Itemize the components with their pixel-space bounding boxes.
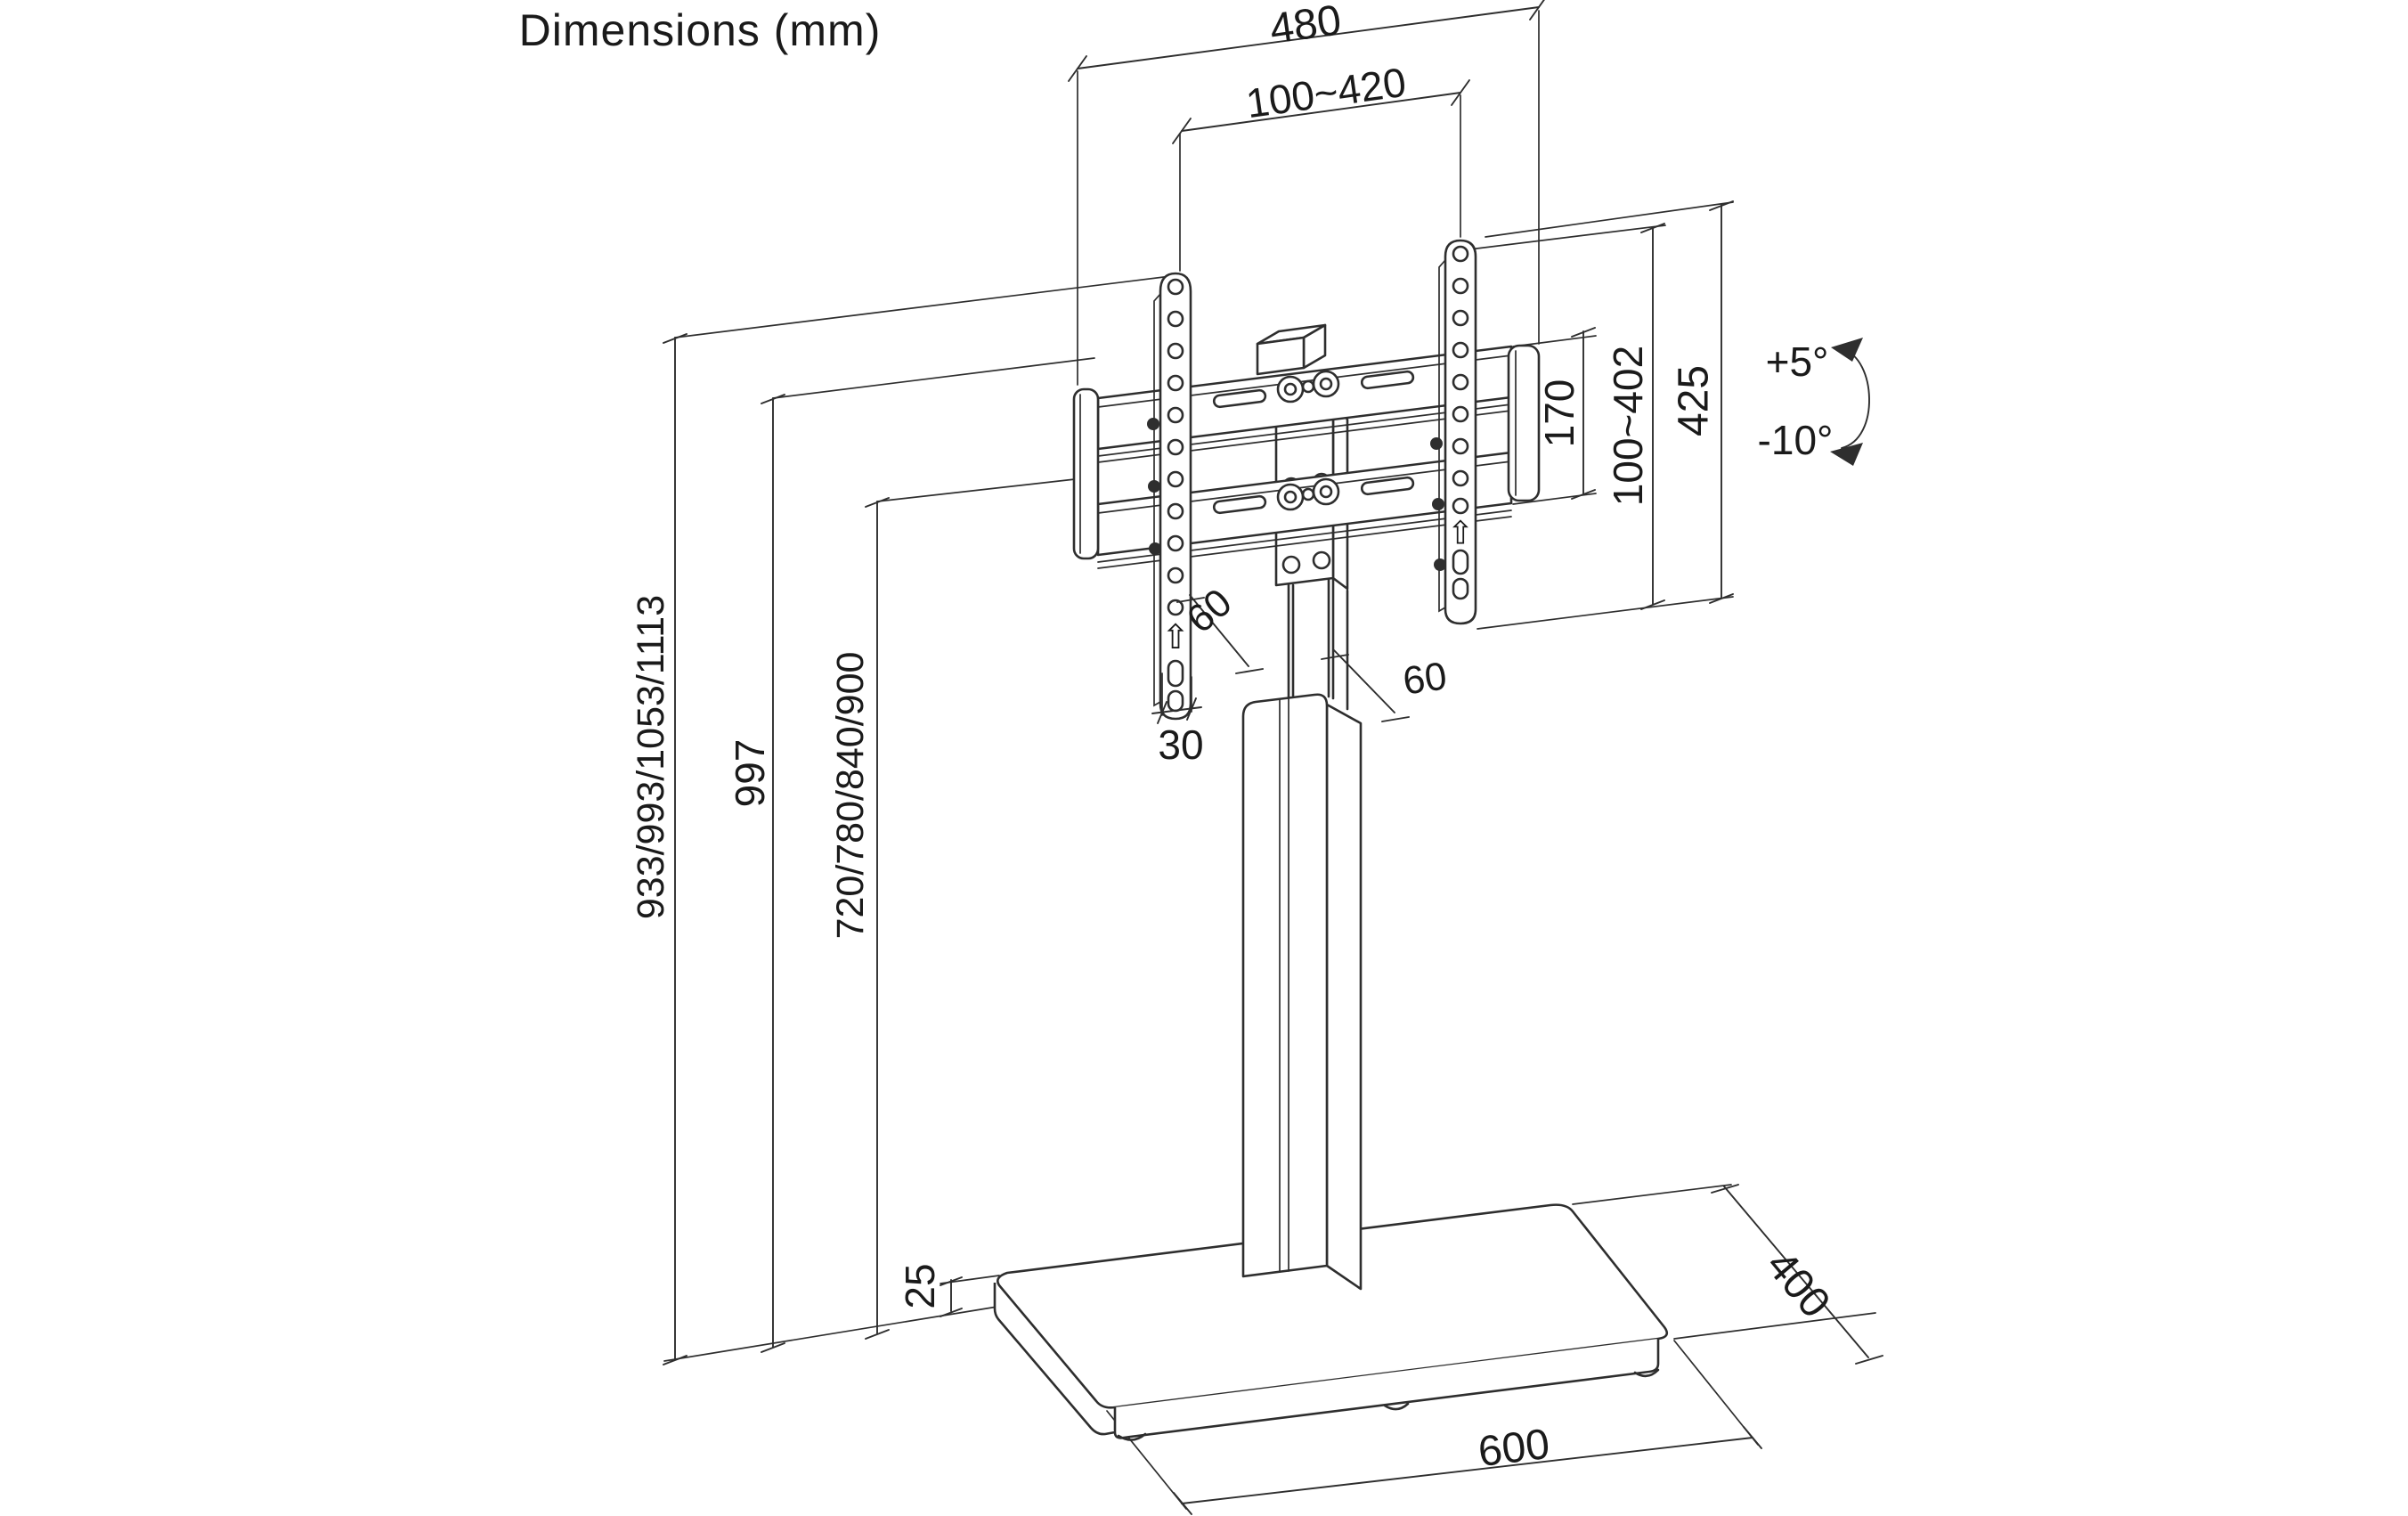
dim-overall-height-options-label: 933/993/1053/1113 — [630, 595, 672, 919]
dim-rail-spacing-label: 170 — [1536, 379, 1582, 448]
tilt-arrow-up-icon — [1831, 338, 1863, 362]
dim-pole-height-options-label: 720/780/840/900 — [829, 652, 872, 940]
dim-base-width-label: 600 — [1476, 1421, 1552, 1476]
dim-column-width-label: 60 — [1400, 654, 1449, 703]
column-front-face — [1241, 693, 1329, 1278]
bracket-rails — [1072, 344, 1541, 569]
vesa-strip-right: ⇧ — [1430, 239, 1477, 625]
vesa-arrow-up-icon: ⇧ — [1161, 619, 1190, 656]
dim-base-depth-label: 400 — [1757, 1242, 1839, 1326]
dim-bracket-height-label: 425 — [1671, 365, 1718, 436]
dim-vesa-width-range-label: 100~420 — [1243, 59, 1409, 127]
page-title: Dimensions (mm) — [519, 5, 882, 55]
lock-knobs — [1276, 370, 1340, 511]
dim-rail-width-label: 480 — [1267, 0, 1345, 53]
base-front-face — [1113, 1339, 1660, 1439]
floor-reference-line — [663, 1306, 998, 1362]
rail-end-cap-right — [1507, 344, 1541, 502]
tilt-up-label: +5° — [1766, 338, 1829, 385]
vesa-strip-left: ⇧ — [1147, 272, 1192, 721]
base-foot — [1383, 1402, 1410, 1411]
tilt-arc — [1830, 338, 1870, 466]
base-plate — [993, 1203, 1669, 1441]
mounting-column — [1241, 693, 1363, 1291]
dim-vesa-height-range-label: 100~402 — [1605, 346, 1651, 506]
tilt-arrow-down-icon — [1830, 443, 1863, 466]
base-foot — [1117, 1432, 1147, 1441]
column-side-face — [1325, 703, 1363, 1291]
base-foot — [1633, 1368, 1660, 1378]
dim-strip-bottom-offset-label: 30 — [1158, 721, 1203, 768]
vesa-arrow-up-icon: ⇧ — [1447, 515, 1474, 551]
dim-base-thickness-label: 25 — [897, 1263, 943, 1308]
tv-stand: ⇧ ⇧ — [993, 239, 1669, 1441]
rail-end-cap-left — [1072, 387, 1100, 560]
base-left-face — [993, 1283, 1116, 1436]
dim-column-top-height-label: 997 — [727, 739, 773, 808]
dimension-lines — [663, 0, 1883, 1515]
tilt-down-label: -10° — [1758, 417, 1834, 463]
